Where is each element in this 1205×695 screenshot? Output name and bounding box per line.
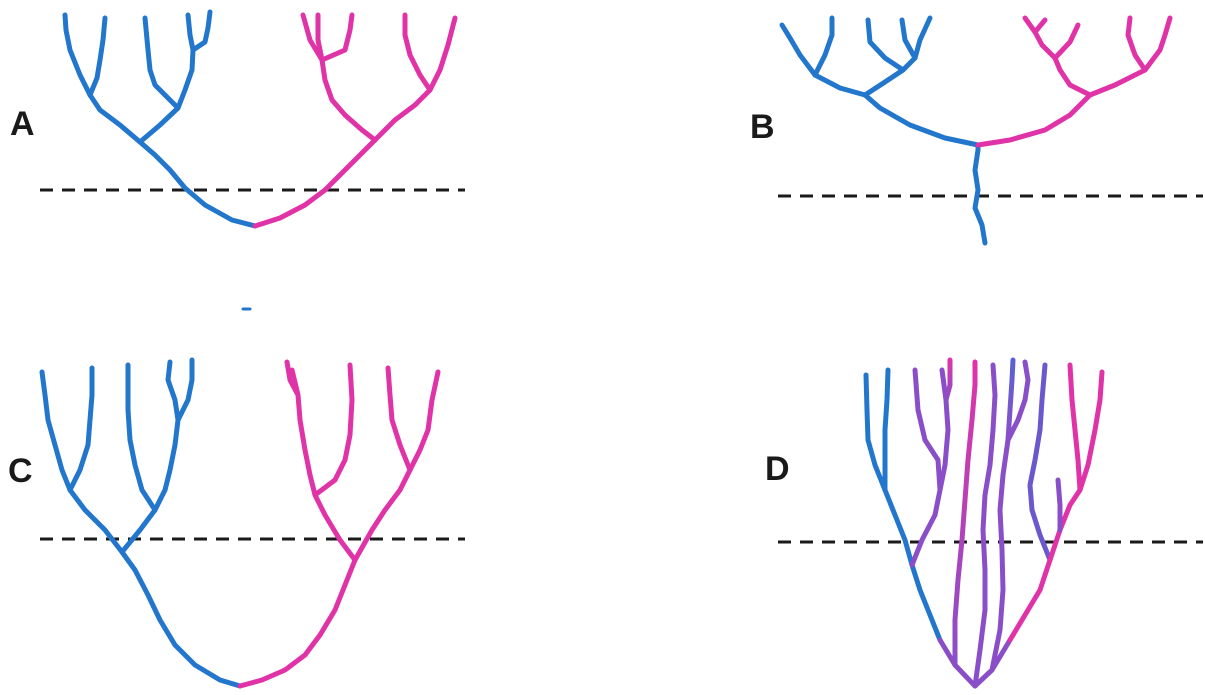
mixed-branch — [1005, 359, 1031, 443]
blue-branch — [137, 47, 196, 145]
blue-lineage-tree-a — [62, 9, 258, 229]
blue-branch — [165, 359, 181, 448]
panel-label-d: D — [765, 450, 790, 488]
panel-label-b: B — [750, 108, 775, 146]
pink-lineage-tree-a — [252, 12, 458, 229]
mixed-branch — [909, 367, 943, 568]
blue-branch — [137, 139, 258, 229]
pink-lineage-tree-b — [975, 15, 1173, 148]
blue-branch — [87, 15, 108, 98]
blue-branch — [67, 365, 95, 493]
pink-branch — [402, 12, 433, 93]
blue-branch — [882, 367, 891, 493]
pink-branch — [315, 12, 378, 143]
pink-branch — [1052, 55, 1093, 98]
pink-branch — [319, 12, 355, 63]
blue-lineage-tree-c — [39, 357, 243, 689]
panel-label-a: A — [10, 105, 35, 143]
pink-branch — [1007, 369, 1105, 643]
reticulate-lineage-tree-d — [863, 357, 1105, 689]
pink-branch — [1067, 362, 1083, 493]
blue-branch — [779, 22, 868, 98]
blue-branch — [863, 372, 943, 643]
blue-branch — [119, 549, 243, 689]
panel-b: B — [750, 15, 1203, 246]
pink-branch — [284, 359, 301, 398]
blue-branch — [972, 142, 988, 246]
mixed-branch — [1055, 477, 1063, 533]
pink-branch — [252, 137, 378, 229]
pink-branch — [237, 557, 358, 689]
blue-branch — [899, 17, 918, 61]
blue-branch — [862, 15, 933, 98]
mixed-branch — [972, 362, 998, 689]
pink-branch — [1022, 15, 1058, 61]
blue-branch — [190, 9, 213, 53]
pink-branch — [1032, 17, 1048, 35]
panel-a: A — [10, 9, 465, 229]
mixed-branch — [943, 357, 953, 403]
pink-branch — [975, 92, 1093, 148]
blue-branch — [862, 92, 981, 148]
pink-branch — [300, 12, 325, 63]
pink-branch — [1125, 15, 1148, 73]
blue-branch — [142, 15, 181, 111]
mixed-branch — [952, 359, 978, 668]
blue-branch — [62, 12, 143, 145]
mixed-branch — [1005, 357, 1016, 443]
blue-branch — [119, 442, 178, 555]
blue-branch — [185, 12, 196, 53]
mixed-branch — [1027, 362, 1053, 563]
pink-branch — [1087, 15, 1173, 98]
blue-branch — [125, 362, 158, 513]
mixed-branch — [937, 367, 951, 493]
pink-lineage-tree-c — [237, 359, 441, 689]
panel-c: C — [8, 357, 465, 689]
panel-label-c: C — [8, 452, 33, 490]
panel-d: D — [765, 357, 1203, 689]
pink-branch — [372, 15, 458, 143]
blue-lineage-tree-b — [779, 15, 988, 246]
pink-branch — [352, 369, 441, 563]
pink-branch — [385, 365, 413, 473]
pink-branch — [289, 367, 358, 563]
blue-branch — [865, 17, 906, 73]
blue-branch — [39, 369, 125, 555]
blue-branch — [812, 15, 835, 78]
pink-branch — [1052, 22, 1081, 61]
blue-branch — [175, 357, 195, 423]
pink-branch — [312, 362, 355, 498]
mixed-branch — [989, 437, 1011, 673]
